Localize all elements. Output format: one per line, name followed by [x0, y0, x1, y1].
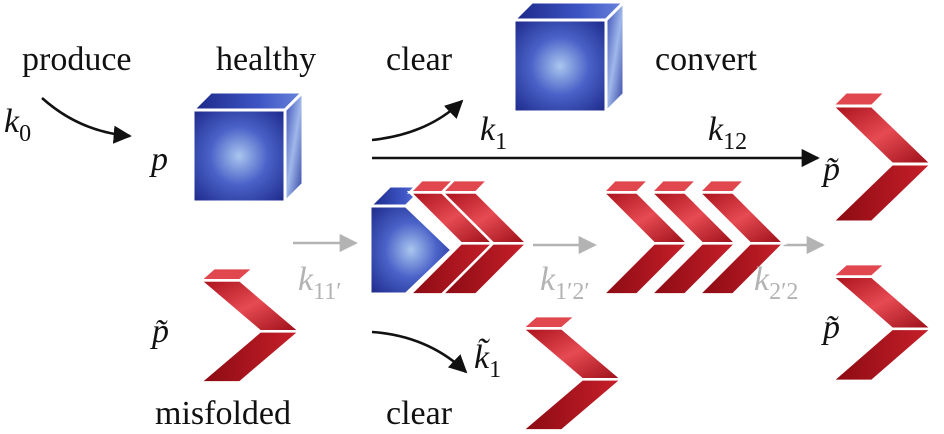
rate-k2p2: k2′2: [754, 261, 798, 305]
rate-k1p2p: k1′2′: [540, 261, 590, 305]
seeded-complex: [366, 178, 529, 296]
label-healthy: healthy: [216, 41, 316, 78]
label-convert: convert: [655, 41, 758, 78]
clear-misfolded-arrow: [371, 330, 468, 374]
cleared-misfolded-chevron: [520, 314, 624, 432]
rate-k11p: k11′: [298, 261, 341, 305]
label-clear-top: clear: [386, 41, 453, 78]
healthy-protein-cube: [191, 90, 305, 204]
label-p-tilde-top: p̃: [821, 151, 840, 188]
clear-healthy-arrow: [371, 99, 464, 142]
rate-k0: k0: [4, 103, 31, 147]
converted-misfolded-chevron-top: [830, 90, 934, 224]
label-produce: produce: [22, 41, 132, 78]
converted-misfolded-chevron-bottom: [830, 262, 934, 383]
label-p: p: [149, 141, 168, 178]
misfolded-protein-chevron: [198, 266, 302, 384]
label-p-tilde-left: p̃: [150, 313, 169, 350]
rate-k12: k12: [708, 111, 747, 155]
rate-k1-tilde: k̃1: [474, 337, 501, 383]
label-misfolded: misfolded: [155, 395, 291, 432]
label-p-tilde-bottom: p̃: [821, 309, 840, 346]
rate-k1: k1: [480, 111, 507, 155]
cleared-healthy-cube: [512, 0, 626, 114]
produce-arrow: [41, 97, 132, 144]
label-clear-bottom: clear: [386, 395, 453, 432]
